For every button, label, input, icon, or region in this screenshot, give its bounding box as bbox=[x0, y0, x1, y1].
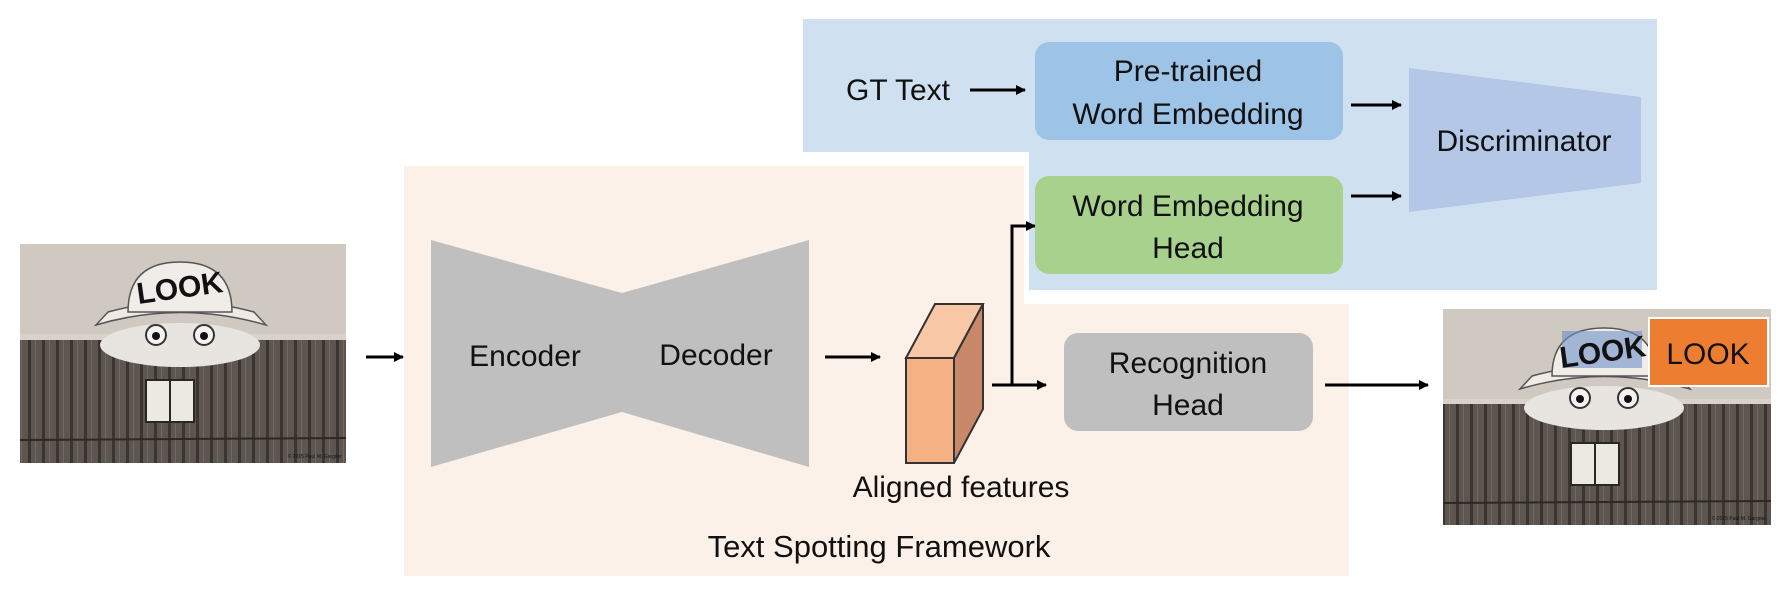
prediction-text: LOOK bbox=[1666, 338, 1749, 371]
input-photo-credit: © 2015 Paul M. Gargner bbox=[288, 453, 343, 460]
decoder-label: Decoder bbox=[659, 339, 772, 372]
aligned-features-label: Aligned features bbox=[853, 471, 1070, 504]
recognition-head-box bbox=[1064, 333, 1313, 431]
pretrained-embedding-line2: Word Embedding bbox=[1072, 98, 1303, 131]
recognition-head-line1: Recognition bbox=[1109, 347, 1267, 380]
embedding-head-line2: Head bbox=[1152, 232, 1224, 265]
encoder-label: Encoder bbox=[469, 340, 581, 373]
input-photo: LOOK © 2015 Paul M. Gargner bbox=[19, 244, 347, 463]
aligned-features-block bbox=[904, 303, 985, 464]
embedding-head-line1: Word Embedding bbox=[1072, 190, 1303, 223]
output-photo-credit: © 2015 Paul M. Gargner bbox=[1712, 515, 1767, 522]
pretrained-embedding-line1: Pre-trained bbox=[1114, 55, 1262, 88]
discriminator-label: Discriminator bbox=[1436, 125, 1611, 158]
gt-text-label: GT Text bbox=[846, 74, 951, 107]
framework-label: Text Spotting Framework bbox=[708, 529, 1051, 564]
prediction-badge bbox=[1648, 317, 1769, 387]
pretrained-embedding-box bbox=[1035, 42, 1343, 140]
embedding-head-box bbox=[1035, 176, 1343, 274]
discriminator-shape bbox=[1409, 68, 1641, 212]
detection-box bbox=[1562, 331, 1642, 368]
arrow-features-to-embedding-head bbox=[1010, 221, 1036, 385]
encoder-decoder-shape bbox=[431, 240, 809, 467]
recognition-head-line2: Head bbox=[1152, 389, 1224, 422]
